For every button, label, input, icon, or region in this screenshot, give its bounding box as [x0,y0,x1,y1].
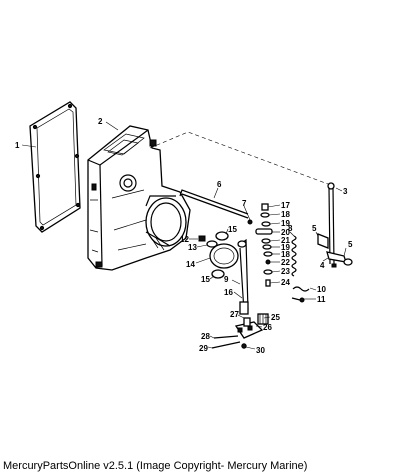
callout-10: 10 [317,285,326,294]
callout-15-lower: 15 [201,275,210,284]
callout-28: 28 [201,332,210,341]
callout-21: 21 [281,236,290,245]
linkage-dashed-line [149,131,329,185]
callout-leader-lines [21,121,347,350]
exploded-parts-diagram: 1 2 3 6 7 17 18 19 20 21 19 18 22 23 24 … [15,101,353,355]
spring-part-8 [291,235,297,277]
callout-14: 14 [186,260,195,269]
callout-24: 24 [281,278,290,287]
callout-6: 6 [217,180,222,189]
callout-16: 16 [224,288,233,297]
callout-7: 7 [242,199,247,208]
callout-2: 2 [98,117,103,126]
callout-labels: 1 2 3 6 7 17 18 19 20 21 19 18 22 23 24 … [15,117,353,355]
callout-19-upper: 19 [281,219,290,228]
shift-rod-part-6 [179,189,249,219]
callout-25: 25 [271,313,280,322]
callout-27: 27 [230,310,239,319]
callout-8: 8 [288,224,293,233]
shift-lever-assembly-parts-3-4-5 [317,182,353,268]
bracket-parts-12-15 [198,231,239,279]
callout-17: 17 [281,201,290,210]
callout-9: 9 [224,275,229,284]
callout-11: 11 [317,295,326,304]
gasket-part-1 [29,101,81,233]
callout-20: 20 [281,228,290,237]
callout-5-left: 5 [312,224,317,233]
callout-18-lower: 18 [281,250,290,259]
callout-3: 3 [343,187,348,196]
callout-18-upper: 18 [281,210,290,219]
callout-29: 29 [199,344,208,353]
pin-part-7 [247,219,253,225]
callout-4: 4 [320,261,325,270]
clip-pin-parts-10-11 [291,286,310,303]
callout-22: 22 [281,258,290,267]
callout-13: 13 [188,243,197,252]
callout-5-right: 5 [348,240,353,249]
callout-26: 26 [263,323,272,332]
lever-arm-parts-9-16 [237,238,249,315]
callout-15-upper: 15 [228,225,237,234]
callout-1: 1 [15,141,20,150]
copyright-caption: MercuryPartsOnline v2.5.1 (Image Copyrig… [3,460,308,472]
callout-23: 23 [281,267,290,276]
block-assembly-parts-25-30 [211,313,269,349]
callout-12: 12 [180,235,189,244]
callout-19-lower: 19 [281,243,290,252]
housing-part-2 [87,125,191,271]
hardware-stack-parts-17-24 [255,203,273,287]
callout-30: 30 [256,346,265,355]
